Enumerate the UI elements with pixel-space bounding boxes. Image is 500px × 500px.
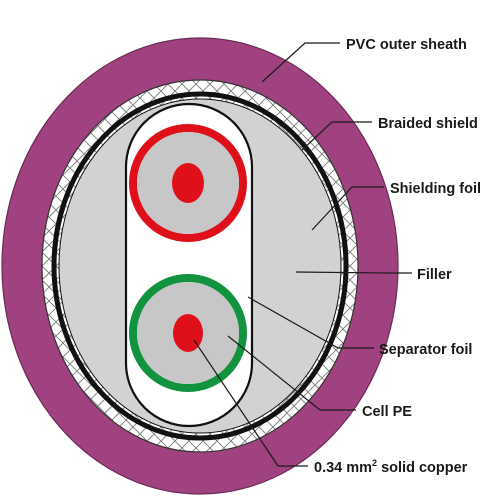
leader-line-filler [295,271,412,274]
label-pvc-outer-sheath: PVC outer sheath [346,37,467,53]
leader-line-shielding-foil [311,186,384,231]
label-filler: Filler [417,267,452,283]
label-conductor: 0.34 mm2 solid copper [314,458,468,476]
leader-line-cell-pe [227,335,356,411]
label-separator-foil: Separator foil [379,342,472,358]
core-red-insulation [129,124,247,242]
label-shielding-foil: Shielding foil [390,181,481,197]
leader-line-braided-shield [301,121,372,151]
leader-line-outer-sheath [261,42,340,83]
leader-line-separator-foil [247,296,374,349]
copper-conductor-upper [172,163,204,203]
leader-line-conductor [193,339,308,467]
label-braided-shield: Braided shield [378,116,478,132]
label-cell-pe: Cell PE [362,404,412,420]
label-conductor-prefix: 0.34 mm [314,460,372,476]
shielding-foil [51,91,349,441]
label-conductor-suffix: solid copper [377,460,468,476]
core-green-insulation [129,274,247,392]
label-conductor-superscript: 2 [372,458,377,468]
